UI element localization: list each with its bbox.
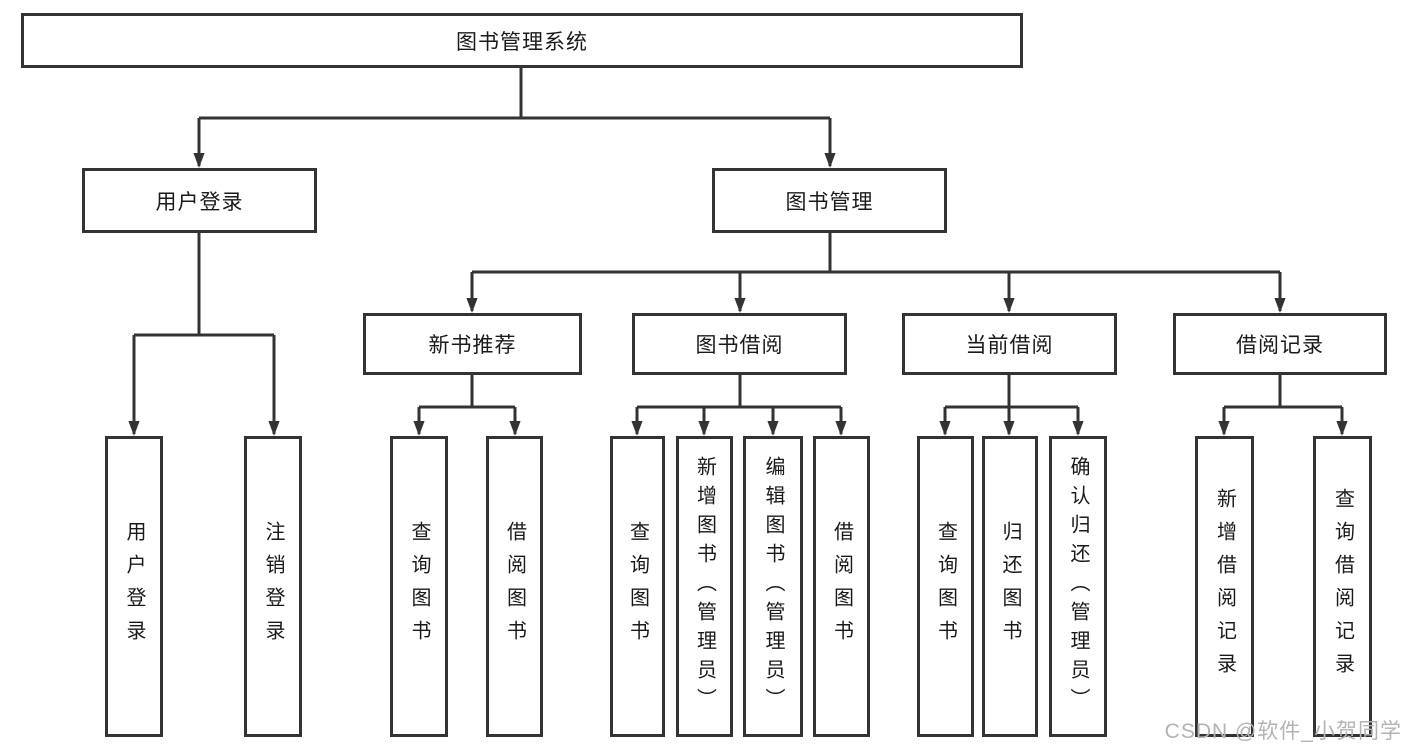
leaf-borrow-books-1: 借阅图书 bbox=[486, 436, 543, 737]
leaf-add-books-admin: 新增图书（管理员） bbox=[676, 436, 733, 737]
leaf-query-books-1: 查询图书 bbox=[390, 436, 448, 737]
node-user-login: 用户登录 bbox=[82, 168, 317, 233]
leaf-return-books: 归还图书 bbox=[982, 436, 1038, 737]
leaf-edit-books-admin-label: 编辑图书（管理员） bbox=[762, 456, 784, 717]
leaf-query-borrow-record-label: 查询借阅记录 bbox=[1331, 487, 1354, 686]
node-book-management: 图书管理 bbox=[712, 168, 947, 233]
leaf-logout: 注销登录 bbox=[244, 436, 302, 737]
csdn-watermark: CSDN @软件_小贺同学 bbox=[1164, 720, 1402, 743]
node-new-book-recommend: 新书推荐 bbox=[363, 313, 582, 375]
connector-current-borrow-children bbox=[939, 375, 1084, 436]
leaf-confirm-return-admin: 确认归还（管理员） bbox=[1049, 436, 1107, 737]
leaf-query-books-3: 查询图书 bbox=[917, 436, 974, 737]
connector-root-to-level1 bbox=[193, 68, 836, 168]
node-book-borrow: 图书借阅 bbox=[632, 313, 847, 375]
leaf-logout-label: 注销登录 bbox=[262, 520, 284, 653]
node-borrow-records: 借阅记录 bbox=[1173, 313, 1387, 375]
connector-book-mgmt-to-level2 bbox=[466, 233, 1286, 313]
node-current-borrow: 当前借阅 bbox=[902, 313, 1117, 375]
connector-user-login-children bbox=[128, 233, 280, 436]
node-current-borrow-label: 当前借阅 bbox=[965, 334, 1054, 357]
leaf-add-books-admin-label: 新增图书（管理员） bbox=[693, 456, 716, 717]
leaf-return-books-label: 归还图书 bbox=[999, 520, 1021, 653]
leaf-user-login-label: 用户登录 bbox=[123, 520, 145, 653]
leaf-add-borrow-record: 新增借阅记录 bbox=[1195, 436, 1254, 737]
node-root-library-system: 图书管理系统 bbox=[21, 13, 1023, 68]
leaf-borrow-books-1-label: 借阅图书 bbox=[503, 520, 526, 653]
leaf-confirm-return-admin-label: 确认归还（管理员） bbox=[1067, 456, 1089, 717]
leaf-query-borrow-record: 查询借阅记录 bbox=[1313, 436, 1372, 737]
connector-book-borrow-children bbox=[631, 375, 847, 436]
leaf-query-books-2-label: 查询图书 bbox=[626, 520, 649, 653]
connector-borrow-records-children bbox=[1218, 375, 1348, 436]
node-new-book-recommend-label: 新书推荐 bbox=[428, 334, 517, 357]
leaf-borrow-books-2: 借阅图书 bbox=[813, 436, 870, 737]
node-user-login-label: 用户登录 bbox=[155, 190, 244, 214]
node-book-borrow-label: 图书借阅 bbox=[695, 334, 784, 357]
leaf-query-books-2: 查询图书 bbox=[610, 436, 665, 737]
node-book-management-label: 图书管理 bbox=[785, 190, 874, 214]
node-borrow-records-label: 借阅记录 bbox=[1236, 334, 1324, 357]
leaf-borrow-books-2-label: 借阅图书 bbox=[830, 520, 853, 653]
leaf-user-login: 用户登录 bbox=[105, 436, 163, 737]
leaf-query-books-3-label: 查询图书 bbox=[934, 520, 957, 653]
connector-new-recommend-children bbox=[413, 375, 521, 436]
leaf-query-books-1-label: 查询图书 bbox=[408, 520, 430, 653]
node-root-label: 图书管理系统 bbox=[456, 30, 588, 54]
leaf-add-borrow-record-label: 新增借阅记录 bbox=[1213, 487, 1236, 686]
leaf-edit-books-admin: 编辑图书（管理员） bbox=[743, 436, 803, 737]
